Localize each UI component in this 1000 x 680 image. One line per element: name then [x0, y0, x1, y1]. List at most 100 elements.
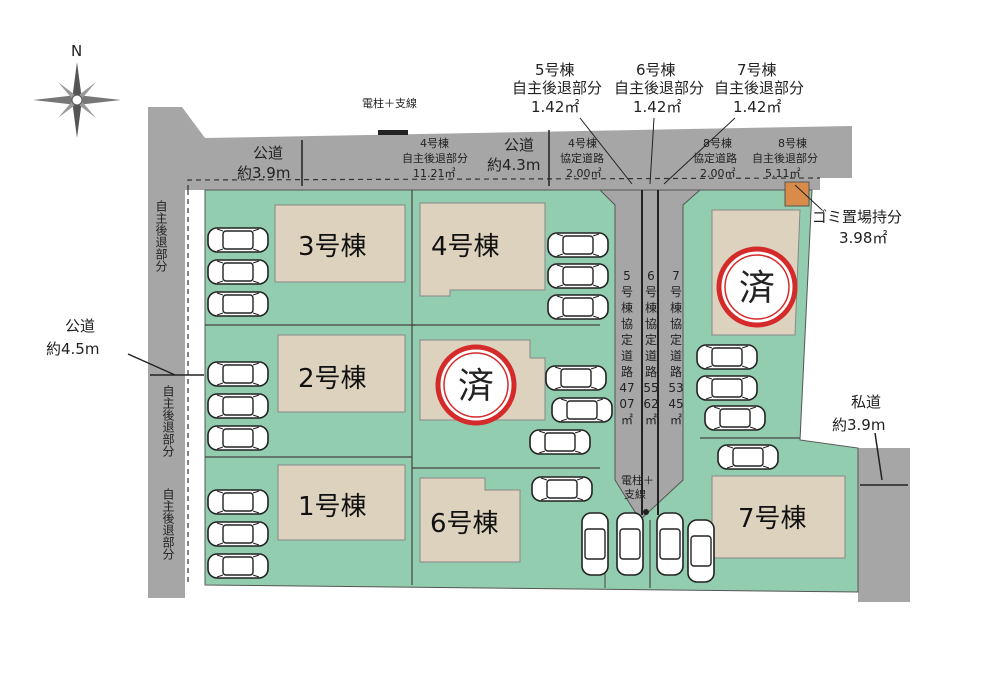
svg-text:協定道路: 協定道路: [693, 151, 737, 165]
agreement-road-char: ㎡: [645, 413, 657, 427]
dimension-arrows: [127, 130, 908, 486]
agreement-road-char: 62: [643, 397, 658, 411]
agreement-road-char: ㎡: [621, 413, 633, 427]
svg-text:自主後退部分: 自主後退部分: [161, 488, 175, 561]
agreement-road-char: 号: [621, 285, 633, 299]
car-icon: [656, 512, 684, 576]
compass-rose-icon: N: [33, 42, 121, 138]
car-icon: [616, 512, 644, 576]
car-icon: [207, 361, 269, 387]
svg-text:自主後退部分: 自主後退部分: [402, 151, 468, 165]
agreement-road-char: 棟: [670, 300, 682, 315]
building-6: [419, 477, 521, 563]
car-icon: [207, 227, 269, 253]
agreement-road-char: 45: [668, 397, 683, 411]
callout-8: 8号棟 自主後退部分 5.11㎡: [752, 136, 818, 180]
road-left-name: 公道: [65, 317, 95, 335]
svg-text:協定道路: 協定道路: [560, 151, 604, 165]
car-icon: [696, 344, 758, 370]
car-icon: [717, 444, 779, 470]
car-icon: [207, 259, 269, 285]
compass-north-label: N: [71, 42, 82, 60]
car-icon: [547, 263, 609, 289]
car-icon: [529, 429, 591, 455]
car-icon: [207, 393, 269, 419]
house-label-2: 2号棟: [298, 364, 367, 394]
svg-text:自主後退部分: 自主後退部分: [154, 200, 168, 273]
road-top-width: 約3.9m: [237, 164, 290, 182]
house-label-3: 3号棟: [298, 232, 367, 262]
utility-pole-label: 電柱＋支線: [362, 96, 417, 110]
sold-stamp-text: 済: [458, 366, 494, 407]
agreement-road-char: 協: [645, 316, 657, 331]
agreement-road-char: 47: [619, 381, 634, 395]
car-icon: [581, 512, 609, 576]
agreement-road-char: 協: [670, 316, 682, 331]
car-icon: [696, 375, 758, 401]
callout-leaders: [579, 117, 823, 211]
callout-5: 5号棟 自主後退部分 1.42㎡: [512, 61, 602, 116]
building-3: [274, 204, 406, 283]
svg-text:5.11㎡: 5.11㎡: [765, 167, 801, 180]
agreement-road-char: 5: [623, 269, 631, 283]
agreement-road-char: 棟: [621, 300, 633, 315]
sold-stamp: 済: [435, 344, 517, 426]
agreement-road-char: 道: [645, 349, 657, 363]
car-icon: [207, 489, 269, 515]
car-icon: [207, 291, 269, 317]
agreement-road-char: 号: [645, 285, 657, 299]
svg-text:8号棟: 8号棟: [703, 136, 732, 150]
house-label-6: 6号棟: [430, 509, 499, 539]
car-icon: [207, 521, 269, 547]
svg-text:自主後退部分: 自主後退部分: [614, 79, 704, 97]
road-top-width-2: 約4.3m: [487, 156, 540, 174]
sold-stamp: 済: [716, 246, 798, 328]
setback-lines: [187, 177, 821, 585]
agreement-road-char: 道: [621, 349, 633, 363]
house-label-1: 1号棟: [298, 492, 367, 522]
sold-stamp-text: 済: [739, 268, 775, 309]
private-road-name: 私道: [851, 393, 881, 411]
garbage-label: ゴミ置場持分: [812, 208, 902, 226]
agreement-road-char: 53: [668, 381, 683, 395]
agreement-road-char: 路: [621, 364, 633, 379]
svg-text:自主後退部分: 自主後退部分: [714, 79, 804, 97]
house-label-4: 4号棟: [431, 232, 500, 262]
svg-text:自主後退部分: 自主後退部分: [512, 79, 602, 97]
setback-label-vertical-2: 自主後退部分: [161, 385, 175, 458]
setback-label-vertical-1: 自主後退部分: [154, 200, 168, 273]
house-label-7: 7号棟: [738, 504, 807, 534]
private-road-width: 約3.9m: [832, 416, 885, 434]
building-4: [419, 202, 546, 297]
agreement-road-char: 定: [670, 332, 682, 347]
building-1: [277, 464, 406, 541]
svg-text:1.42㎡: 1.42㎡: [733, 98, 781, 116]
car-icon: [207, 425, 269, 451]
callout-6: 6号棟 自主後退部分 1.42㎡: [614, 61, 704, 116]
utility-pole-dot-icon: [643, 509, 649, 515]
callout-4: 4号棟 自主後退部分 11.21㎡: [402, 136, 468, 180]
setback-label-vertical-3: 自主後退部分: [161, 488, 175, 561]
car-icon: [687, 519, 715, 583]
agreement-road-char: 棟: [645, 300, 657, 315]
callout-8-road: 8号棟 協定道路 2.00㎡: [693, 136, 737, 180]
car-icon: [531, 476, 593, 502]
svg-text:2.00㎡: 2.00㎡: [700, 167, 736, 180]
garbage-area-value: 3.98㎡: [839, 229, 887, 247]
agreement-road-char: 07: [619, 397, 634, 411]
svg-text:11.21㎡: 11.21㎡: [413, 167, 456, 180]
svg-text:5号棟: 5号棟: [535, 61, 575, 79]
car-icon: [551, 397, 613, 423]
svg-text:6号棟: 6号棟: [636, 61, 676, 79]
agreement-road-char: 号: [670, 285, 682, 299]
road-left-width: 約4.5m: [46, 340, 99, 358]
agreement-road-char: 路: [645, 364, 657, 379]
car-icon: [547, 294, 609, 320]
utility-pole-label-bottom: 電柱＋: [621, 473, 654, 487]
svg-text:7号棟: 7号棟: [737, 61, 777, 79]
utility-pole-label-bottom-2: 支線: [624, 487, 646, 501]
